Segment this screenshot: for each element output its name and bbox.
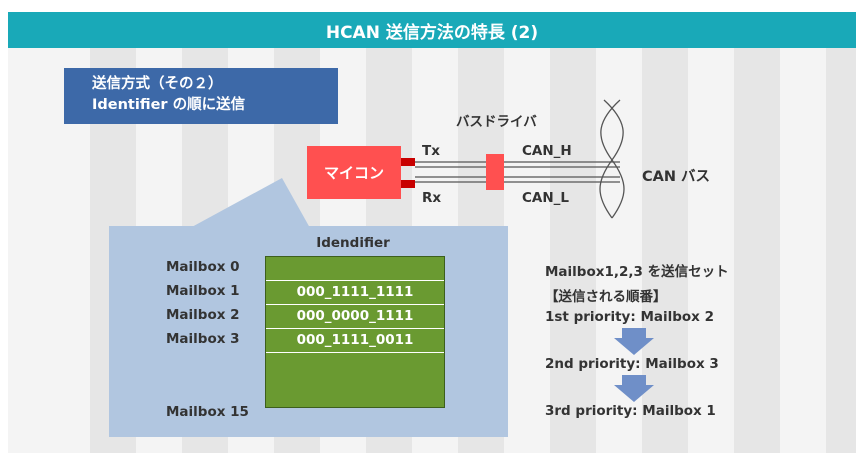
method-box: 送信方式（その２） Identifier の順に送信 [64, 68, 338, 124]
down-arrow-icon [614, 328, 654, 355]
down-arrow-icon [614, 375, 654, 402]
mcu-label: マイコン [323, 164, 384, 182]
mailbox-3-value: 000_1111_0011 [266, 329, 444, 353]
rx-label: Rx [422, 190, 442, 206]
priority-1: 1st priority: Mailbox 2 [545, 309, 714, 325]
page-title: HCAN 送信方法の特長 (2) [8, 12, 856, 48]
mailbox-0-label: Mailbox 0 [166, 259, 240, 275]
mailbox-grid: 000_1111_1111 000_0000_1111 000_1111_001… [265, 256, 445, 408]
method-line-1: 送信方式（その２） [92, 76, 223, 92]
priority-3: 3rd priority: Mailbox 1 [545, 403, 716, 419]
tx-pin [401, 158, 415, 166]
mailbox-3-label: Mailbox 3 [166, 331, 240, 347]
priority-2: 2nd priority: Mailbox 3 [545, 356, 719, 372]
bus-driver-block [486, 154, 504, 190]
can-bus-label: CAN バス [642, 169, 711, 185]
method-line-2: Identifier の順に送信 [92, 97, 246, 113]
rx-pin [401, 180, 415, 188]
identifier-header: Idendifier [316, 235, 390, 251]
tx-label: Tx [422, 143, 440, 159]
mailbox-15-label: Mailbox 15 [166, 404, 249, 420]
can-h-label: CAN_H [522, 143, 572, 159]
mailbox-2-value: 000_0000_1111 [266, 305, 444, 329]
mailbox-2-label: Mailbox 2 [166, 307, 240, 323]
order-heading: 【送信される順番】 [545, 289, 667, 305]
mcu-block: マイコン [307, 146, 401, 199]
mailbox-1-label: Mailbox 1 [166, 283, 240, 299]
mailbox-1-value: 000_1111_1111 [266, 281, 444, 305]
send-set-text: Mailbox1,2,3 を送信セット [545, 264, 729, 280]
mailbox-0-value [266, 257, 444, 281]
bus-driver-label: バスドライバ [456, 114, 537, 130]
can-l-label: CAN_L [522, 190, 570, 206]
